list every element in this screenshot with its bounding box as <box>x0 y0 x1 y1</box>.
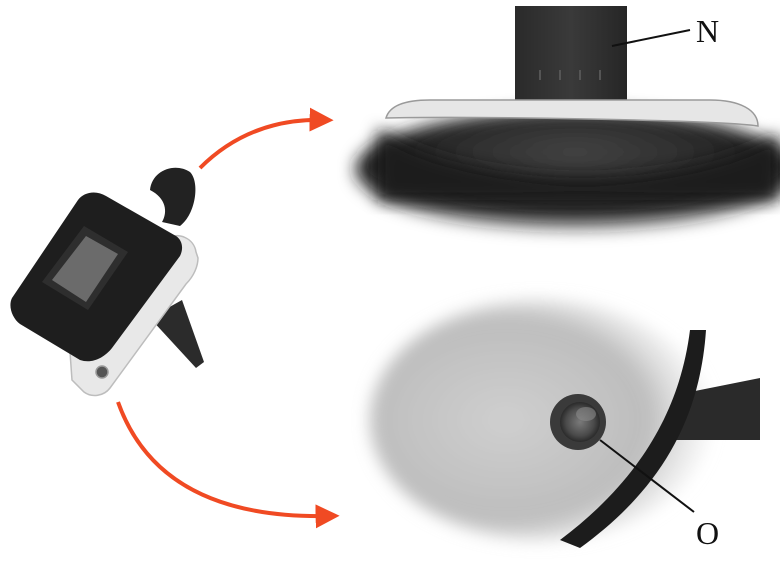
belt-clip <box>150 167 196 226</box>
device-button <box>95 365 109 379</box>
top-detail: N <box>355 6 780 230</box>
device-screen <box>52 236 118 302</box>
body-edge <box>560 330 706 548</box>
device-overview <box>10 167 204 397</box>
kickstand <box>150 300 204 368</box>
power-button <box>560 402 600 442</box>
leader-line-n <box>611 29 691 47</box>
strap <box>515 6 627 106</box>
bottom-detail: O <box>370 300 760 551</box>
leader-line-o <box>599 439 695 513</box>
shell-rim <box>384 99 759 127</box>
arrow-to-bottom-detail <box>116 401 340 529</box>
label-o: O <box>696 515 719 551</box>
arrow-to-top-detail <box>198 107 334 170</box>
label-n: N <box>696 13 719 49</box>
